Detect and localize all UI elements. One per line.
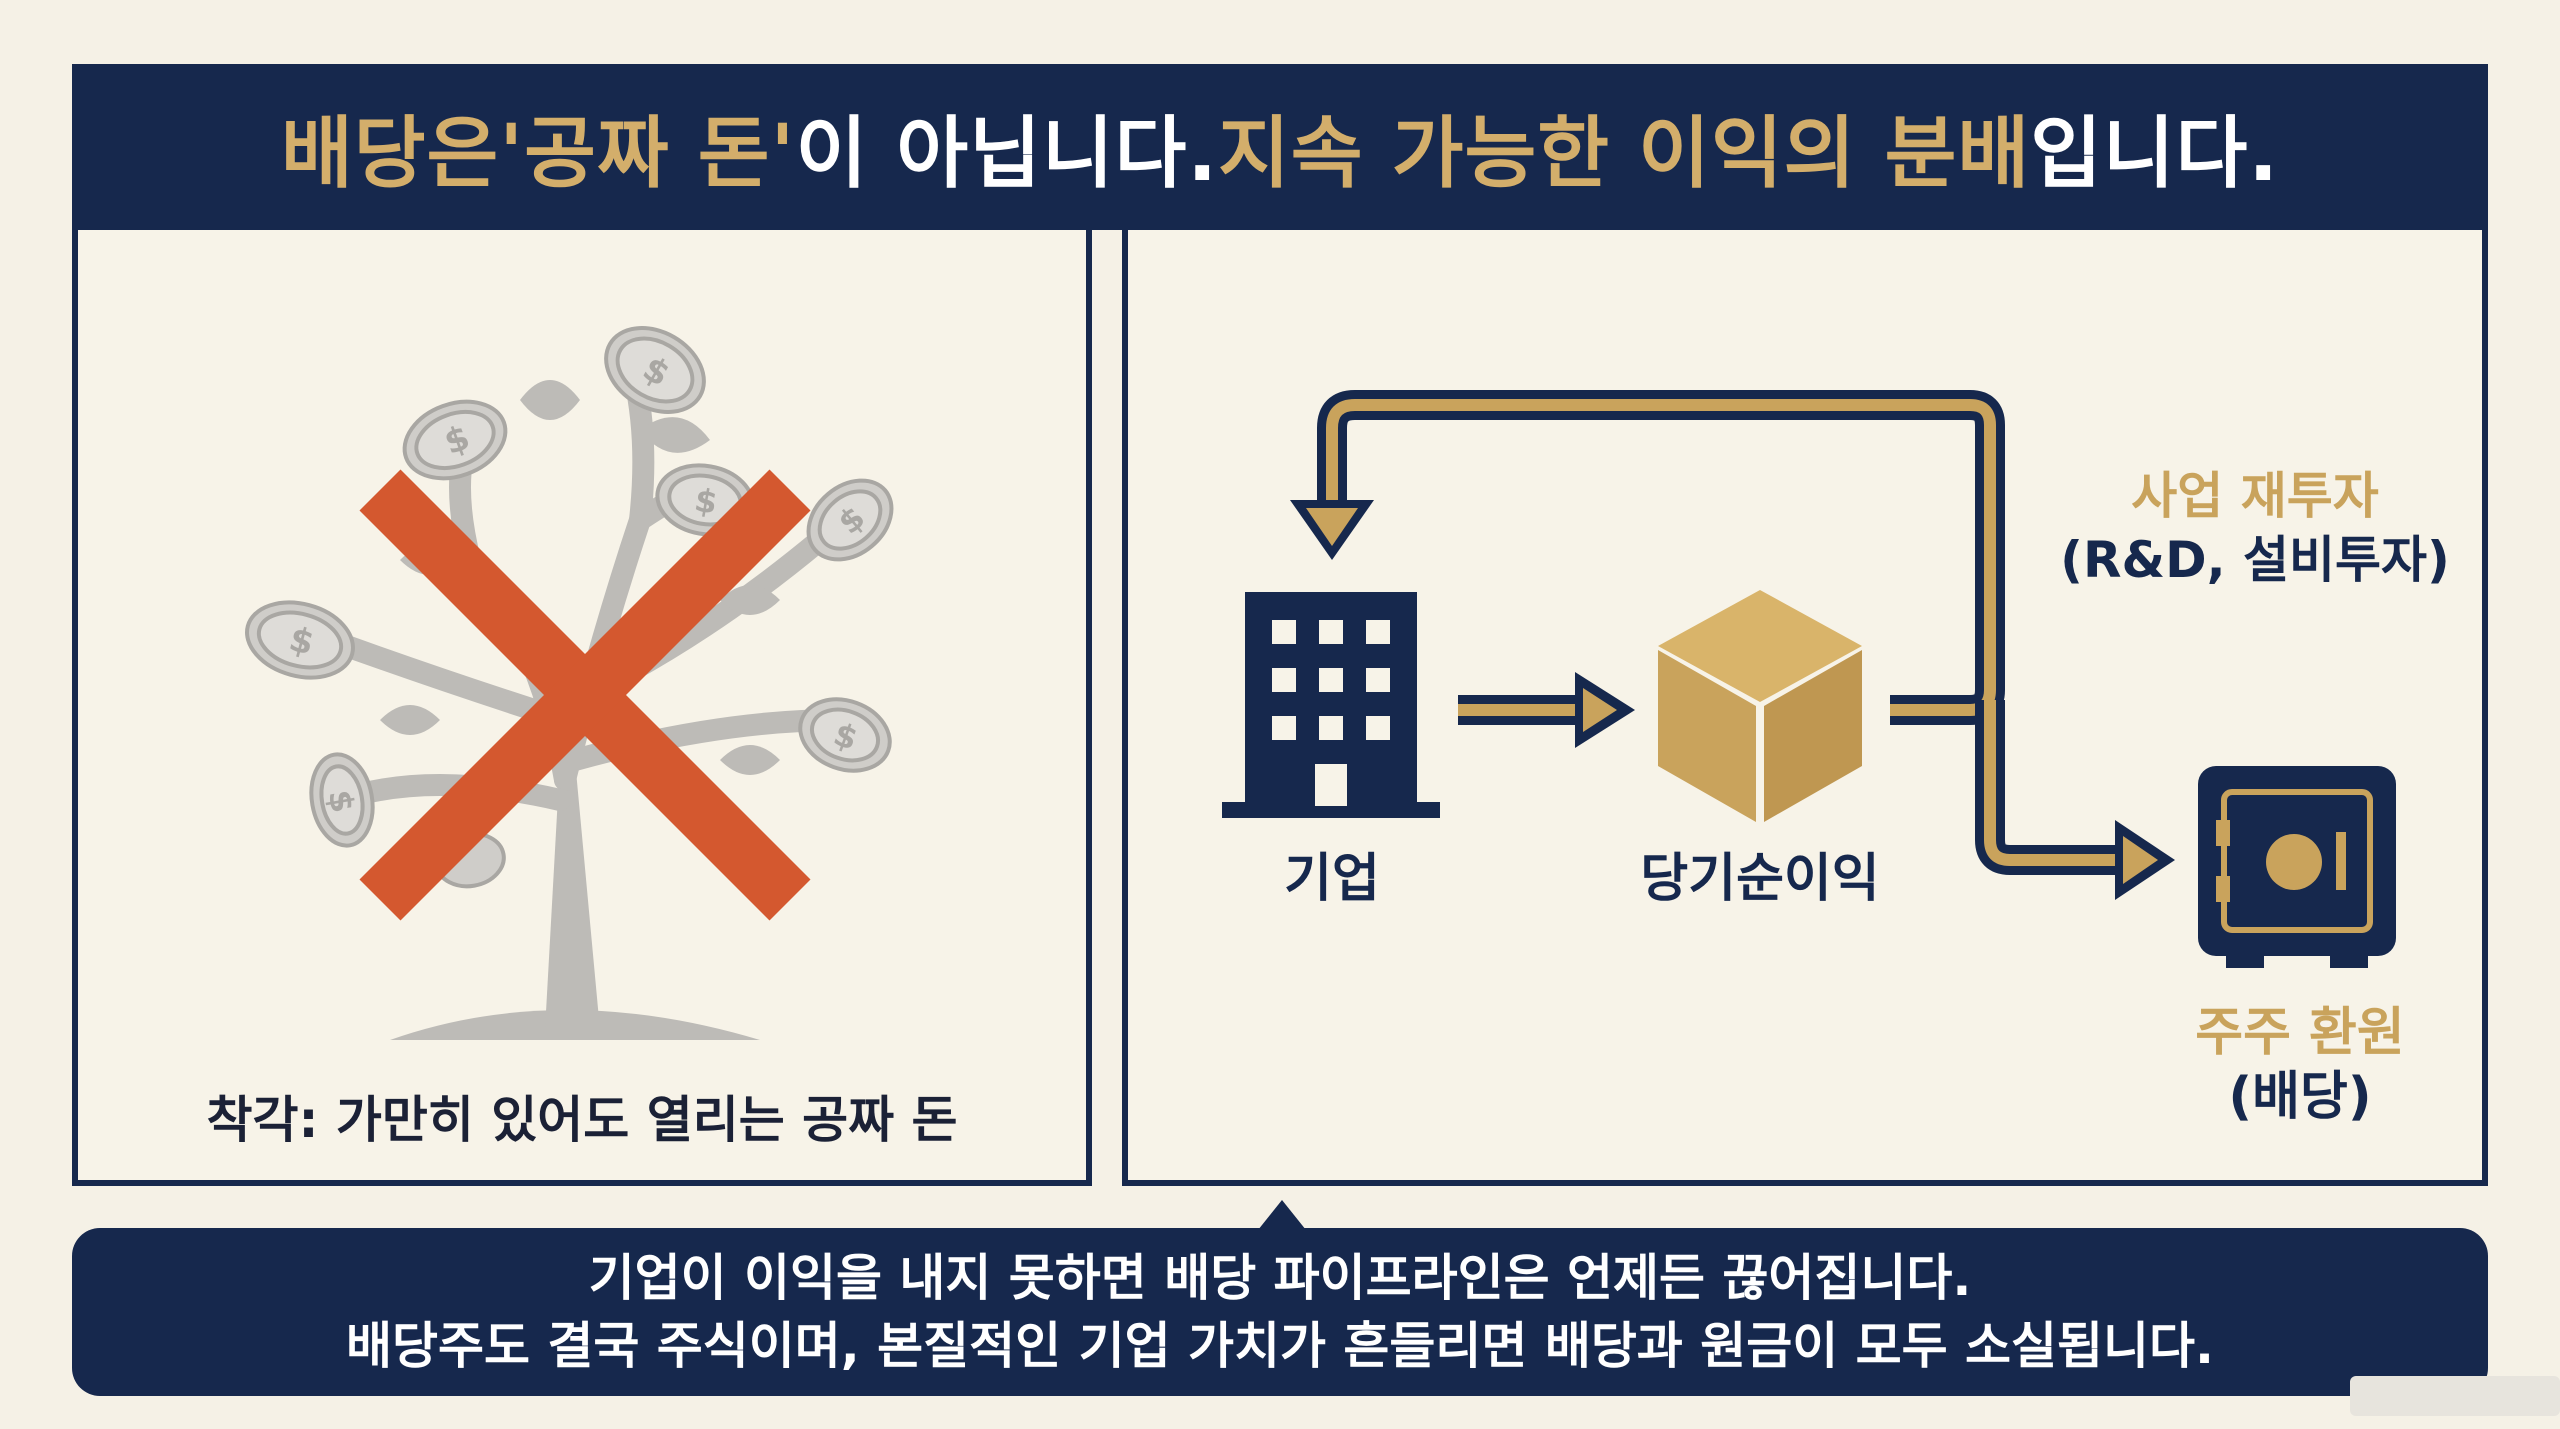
box-icon: [1658, 590, 1862, 822]
callout-pointer: [1258, 1200, 1306, 1230]
safe-icon: [2198, 766, 2396, 968]
misconception-caption: 착각: 가만히 있어도 열리는 공짜 돈: [206, 1091, 958, 1149]
reinvest-detail-label: (R&D, 설비투자): [2060, 531, 2450, 589]
dividend-label: (배당): [2228, 1067, 2372, 1127]
net-profit-label: 당기순이익: [1640, 849, 1880, 909]
warning-callout: 기업이 이익을 내지 못하면 배당 파이프라인은 언제든 끊어집니다. 배당주도…: [72, 1228, 2488, 1396]
company-to-profit-arrow: [1458, 672, 1635, 748]
dividend-arrow: [1975, 700, 2175, 900]
reinvest-label: 사업 재투자: [2131, 467, 2379, 525]
headline-part-4: 지속 가능한 이익의 분배: [1218, 109, 2031, 199]
warning-line-1: 기업이 이익을 내지 못하면 배당 파이프라인은 언제든 끊어집니다.: [588, 1249, 1972, 1307]
shareholder-return-label: 주주 환원: [2195, 1003, 2405, 1063]
warning-line-2: 배당주도 결국 주식이며, 본질적인 기업 가치가 흔들리면 배당과 원금이 모…: [345, 1317, 2215, 1375]
headline-part-1: 배당은: [280, 109, 500, 199]
cross-icon: [359, 469, 811, 921]
headline-part-5: 입니다.: [2030, 109, 2280, 199]
corner-placeholder: [2350, 1376, 2560, 1416]
headline-part-2: '공짜 돈': [499, 109, 796, 199]
headline-part-3: 이 아닙니다.: [795, 109, 1219, 199]
company-label: 기업: [1284, 849, 1380, 909]
building-icon: [1222, 592, 1440, 818]
panel-gap: [1092, 230, 1122, 1186]
